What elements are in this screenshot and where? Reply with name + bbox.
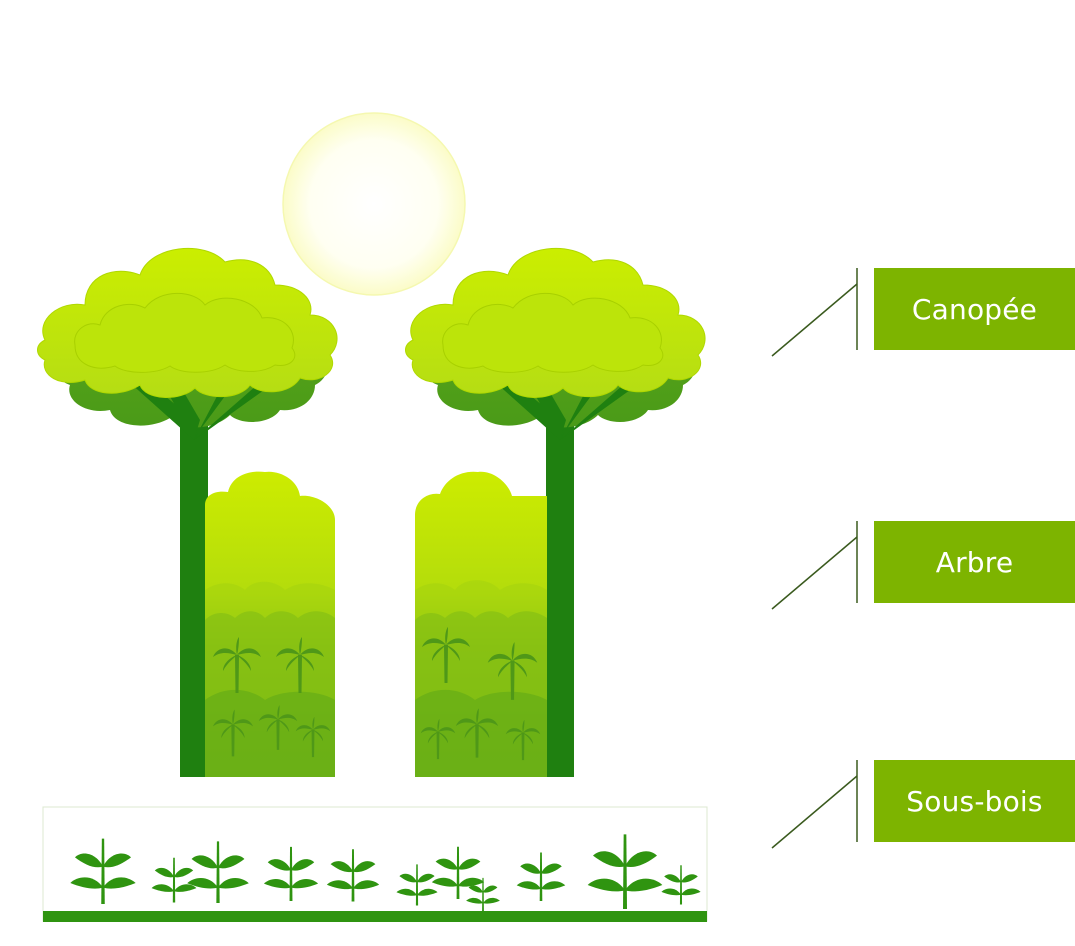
label-understory: Sous-bois (874, 760, 1075, 842)
tree-layer-panel-left (205, 471, 335, 777)
label-canopy: Canopée (874, 268, 1075, 350)
label-tree: Arbre (874, 521, 1075, 603)
label-canopy-text: Canopée (911, 292, 1038, 326)
tree-icon-right (405, 248, 706, 777)
connector-understory (771, 760, 858, 849)
sun-icon (282, 112, 466, 296)
connector-canopy (771, 268, 858, 357)
tree-layer-panel-right (415, 471, 547, 777)
connector-tree (771, 521, 858, 610)
label-understory-text: Sous-bois (906, 784, 1043, 818)
ground-bar (43, 911, 707, 922)
tree-icon-left (37, 248, 338, 777)
understory-strip (42, 806, 708, 922)
label-tree-text: Arbre (935, 545, 1014, 579)
